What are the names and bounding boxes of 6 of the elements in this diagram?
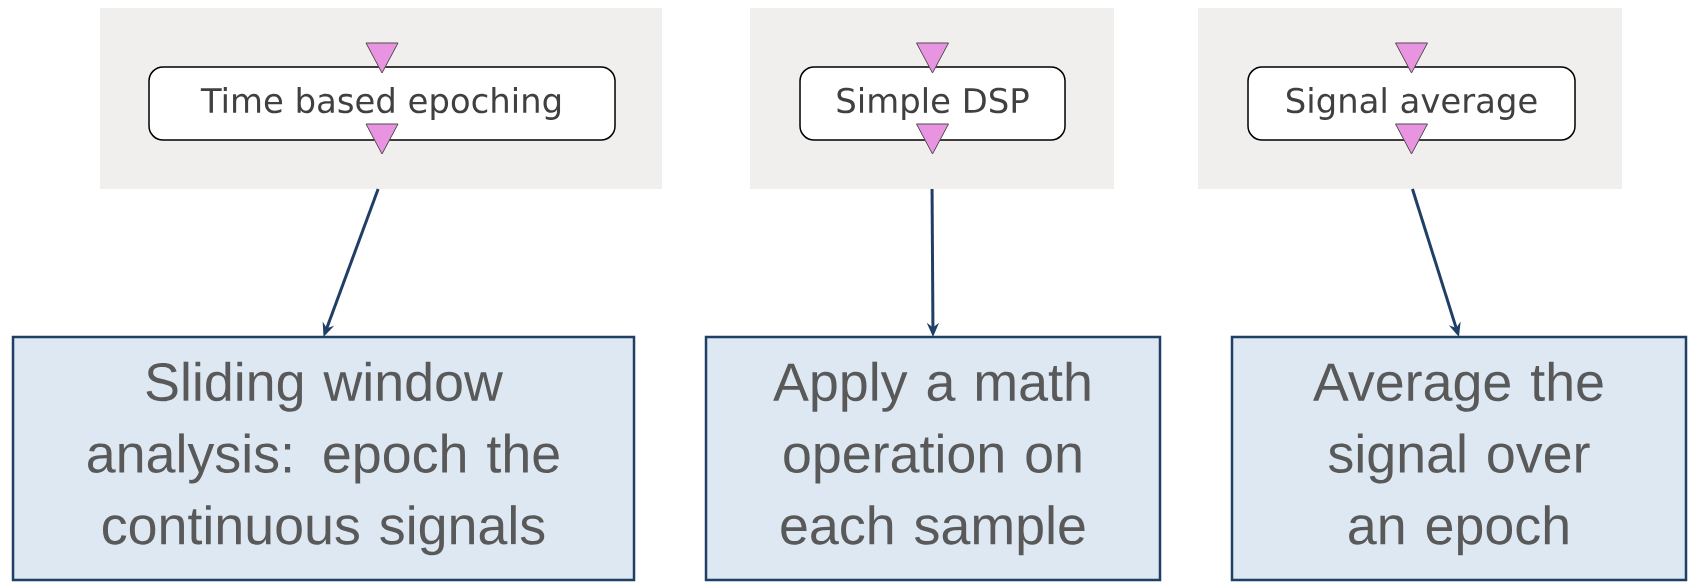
process-box: Simple DSP	[799, 66, 1066, 141]
description-box: Average the signal over an epoch	[1230, 335, 1688, 582]
description-box: Sliding window analysis: epoch the continuous signals	[11, 335, 636, 582]
process-box: Time based epoching	[148, 66, 616, 141]
description-box: Apply a math operation on each sample	[704, 335, 1162, 582]
process-box: Signal average	[1247, 66, 1576, 141]
